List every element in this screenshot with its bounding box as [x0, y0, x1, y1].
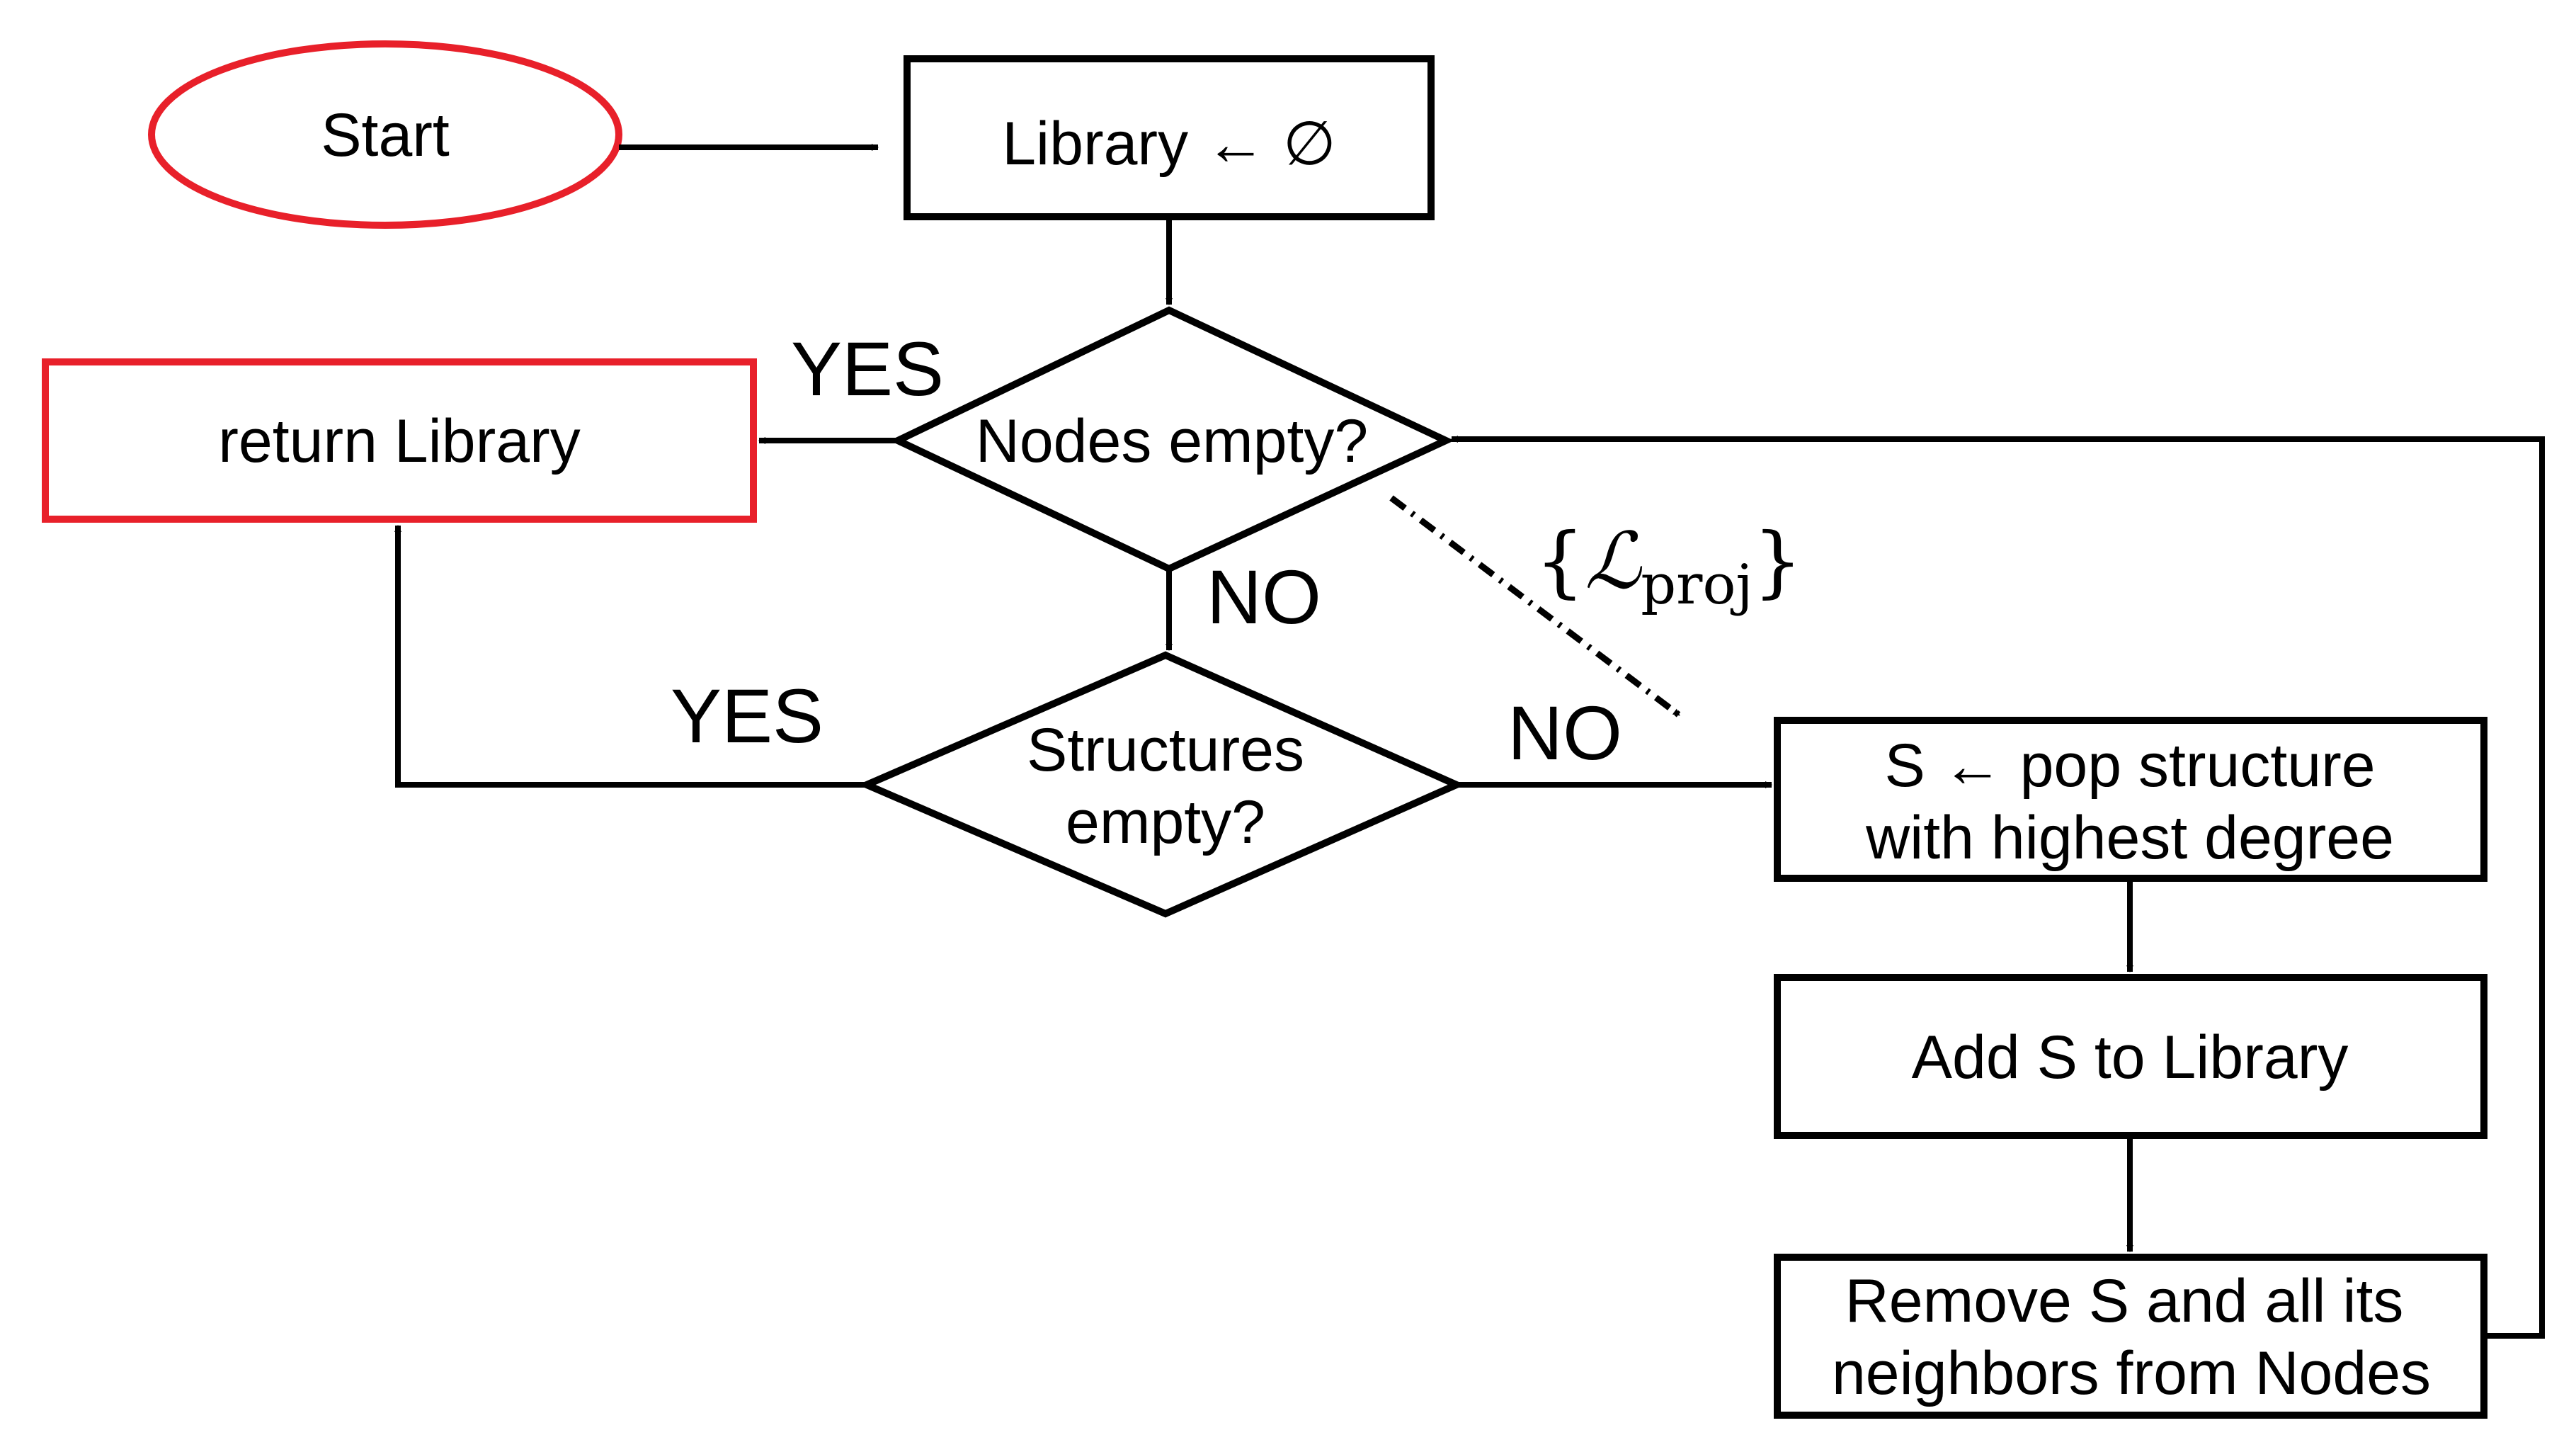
structures-empty-line2: empty? [1066, 788, 1265, 856]
start-label: Start [321, 101, 450, 169]
edge-remove-loop-back [1451, 436, 2545, 1339]
nodes-empty-label: Nodes empty? [976, 407, 1369, 475]
remove-neighbors-line2: neighbors from Nodes [1832, 1339, 2431, 1407]
edge-label-nodes-yes: YES [791, 326, 944, 412]
add-to-library-label: Add S to Library [1912, 1023, 2349, 1091]
math-subscript: proj [1641, 553, 1753, 617]
structures-empty-line1: Structures [1027, 716, 1304, 784]
edge-label-structures-no: NO [1508, 690, 1622, 776]
edge-dashed-lproj [1389, 495, 1682, 718]
library-init-label: Library ← ∅ [1002, 110, 1336, 178]
edge-structures-empty-yes [394, 525, 867, 788]
return-library-box [42, 358, 757, 523]
edge-label-nodes-no: NO [1207, 554, 1321, 640]
structures-empty-decision [857, 651, 1466, 918]
remove-neighbors-line1: Remove S and all its [1845, 1267, 2404, 1335]
pop-structure-line1: S ← pop structure [1884, 732, 2375, 800]
math-brace-close: } [1753, 516, 1803, 606]
dashed-edge-math-label: {ℒproj} [1535, 516, 1803, 617]
edge-label-structures-yes: YES [671, 673, 823, 759]
math-symbol: ℒ [1585, 516, 1643, 606]
math-brace-open: { [1535, 516, 1585, 606]
start-node [148, 40, 622, 229]
pop-structure-line2: with highest degree [1865, 804, 2394, 872]
return-library-label: return Library [218, 407, 580, 475]
